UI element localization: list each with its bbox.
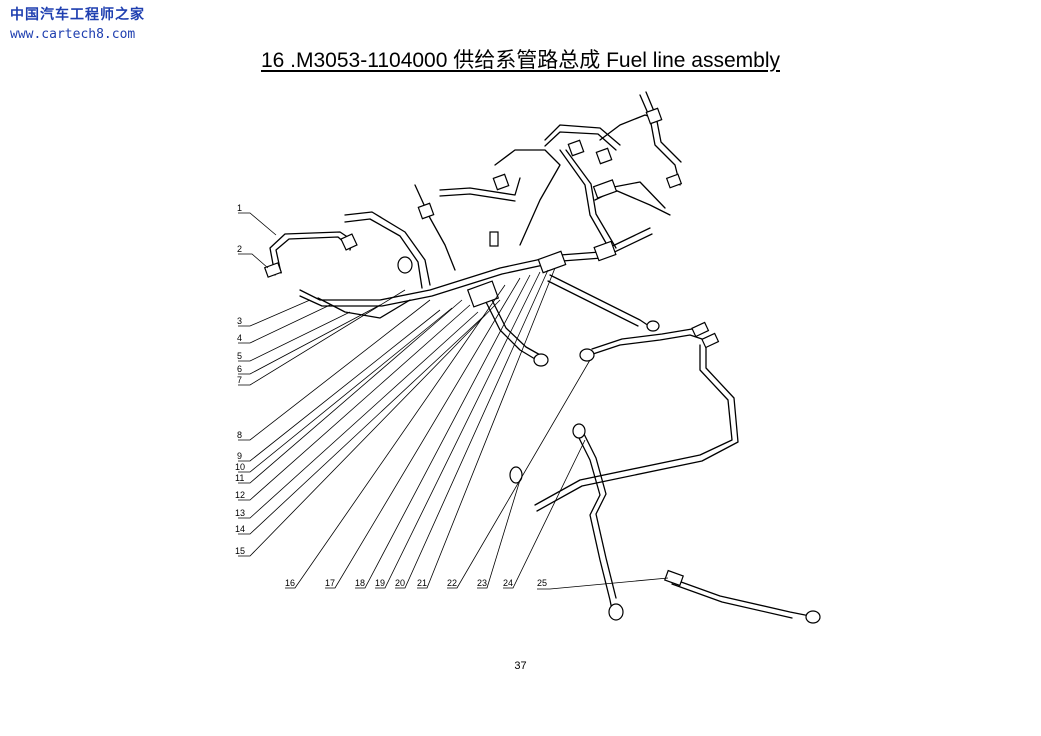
- callout-2: 2: [237, 244, 242, 254]
- callout-24: 24: [503, 578, 513, 588]
- page-number: 37: [514, 660, 527, 672]
- pipe-drawing: [269, 91, 816, 619]
- callout-10: 10: [235, 462, 245, 472]
- page-title: 16 .M3053-1104000 供给系管路总成 Fuel line asse…: [260, 49, 780, 72]
- callout-14: 14: [235, 524, 245, 534]
- callout-20: 20: [395, 578, 405, 588]
- callout-25: 25: [537, 578, 547, 588]
- callout-12: 12: [235, 490, 245, 500]
- callout-3: 3: [237, 316, 242, 326]
- callout-19: 19: [375, 578, 385, 588]
- callout-7: 7: [237, 375, 242, 385]
- callout-11: 11: [235, 473, 244, 483]
- callout-4: 4: [237, 333, 242, 343]
- bottom-callout-labels: 16 17 18 19 20 21 22 23 24 25: [285, 578, 547, 588]
- fittings: [263, 107, 821, 624]
- callout-22: 22: [447, 578, 457, 588]
- callout-8: 8: [237, 430, 242, 440]
- callout-13: 13: [235, 508, 245, 518]
- callout-1: 1: [237, 203, 242, 213]
- callout-23: 23: [477, 578, 487, 588]
- callout-16: 16: [285, 578, 295, 588]
- leader-lines: [238, 212, 669, 590]
- left-callout-labels: 1 2 3 4 5 6 7 8 9 10 11 12 13 14 15: [235, 203, 245, 556]
- watermark-site-name: 中国汽车工程师之家: [10, 7, 145, 23]
- callout-9: 9: [237, 451, 242, 461]
- watermark: 中国汽车工程师之家 www.cartech8.com: [10, 6, 145, 44]
- callout-6: 6: [237, 364, 242, 374]
- watermark-url: www.cartech8.com: [10, 27, 136, 42]
- callout-15: 15: [235, 546, 245, 556]
- callout-5: 5: [237, 351, 242, 361]
- callout-21: 21: [417, 578, 427, 588]
- callout-17: 17: [325, 578, 335, 588]
- callout-18: 18: [355, 578, 365, 588]
